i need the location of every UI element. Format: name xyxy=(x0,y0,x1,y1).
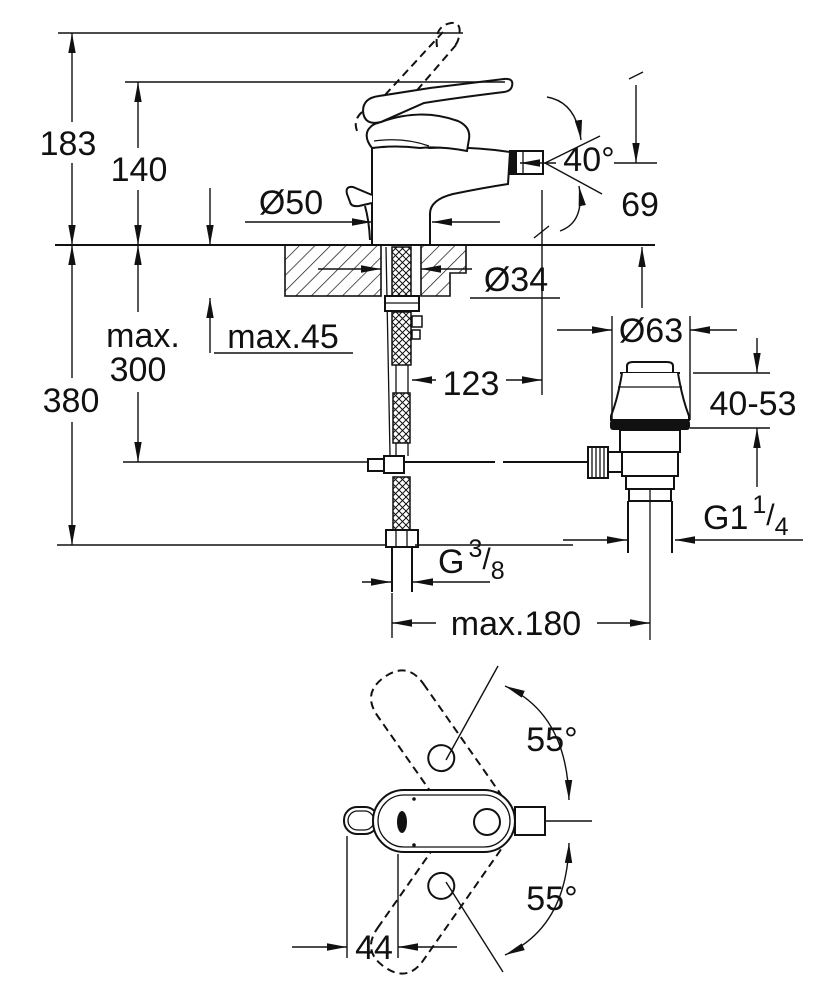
dim-base-diameter: Ø50 xyxy=(259,184,323,222)
dim-rod-drop: 123 xyxy=(443,365,500,403)
waste-flange xyxy=(610,420,690,430)
mounting-deck xyxy=(55,244,655,297)
faucet-body-top xyxy=(372,789,516,853)
dim-hose-length-max-value: 300 xyxy=(110,351,167,389)
handle-end-top xyxy=(514,806,546,836)
cartridge-circle xyxy=(473,808,501,836)
dim-rod-reach-max: max.180 xyxy=(451,605,581,643)
rod-clamp xyxy=(383,455,405,474)
dim-overall-height: 183 xyxy=(40,125,97,163)
dim-deck-hole-diameter: Ø34 xyxy=(484,261,548,299)
side-view xyxy=(55,21,803,640)
supply-hose-assembly xyxy=(367,246,588,592)
dim-knob-offset: 44 xyxy=(355,929,393,967)
dim-aerator-angle: 40° xyxy=(563,141,614,179)
handle-cap xyxy=(365,113,471,153)
dimension-lines xyxy=(57,32,803,638)
dim-waste-deck-range: 40-53 xyxy=(710,385,797,423)
top-view xyxy=(292,665,592,975)
rod-knob xyxy=(587,446,609,479)
dim-spout-tip-height: 140 xyxy=(111,151,168,189)
hose-nut xyxy=(385,529,419,548)
dim-outlet-height: 69 xyxy=(621,186,659,224)
dim-waste-top-diameter: Ø63 xyxy=(619,312,683,350)
faucet-body xyxy=(345,77,544,246)
dim-overall-depth: 380 xyxy=(43,382,100,420)
dim-deck-thickness-max: max.45 xyxy=(227,318,339,356)
dim-swing-angle-upper: 55° xyxy=(526,721,577,759)
handle-lever xyxy=(361,77,514,124)
dim-swing-angle-lower: 55° xyxy=(526,880,577,918)
popup-waste-assembly xyxy=(587,361,690,640)
dimension-labels: 183 140 Ø50 40° 69 Ø34 max.45 max. 300 3… xyxy=(40,125,797,967)
popup-knob xyxy=(345,185,373,208)
dim-hose-length-max-word: max. xyxy=(106,317,180,355)
